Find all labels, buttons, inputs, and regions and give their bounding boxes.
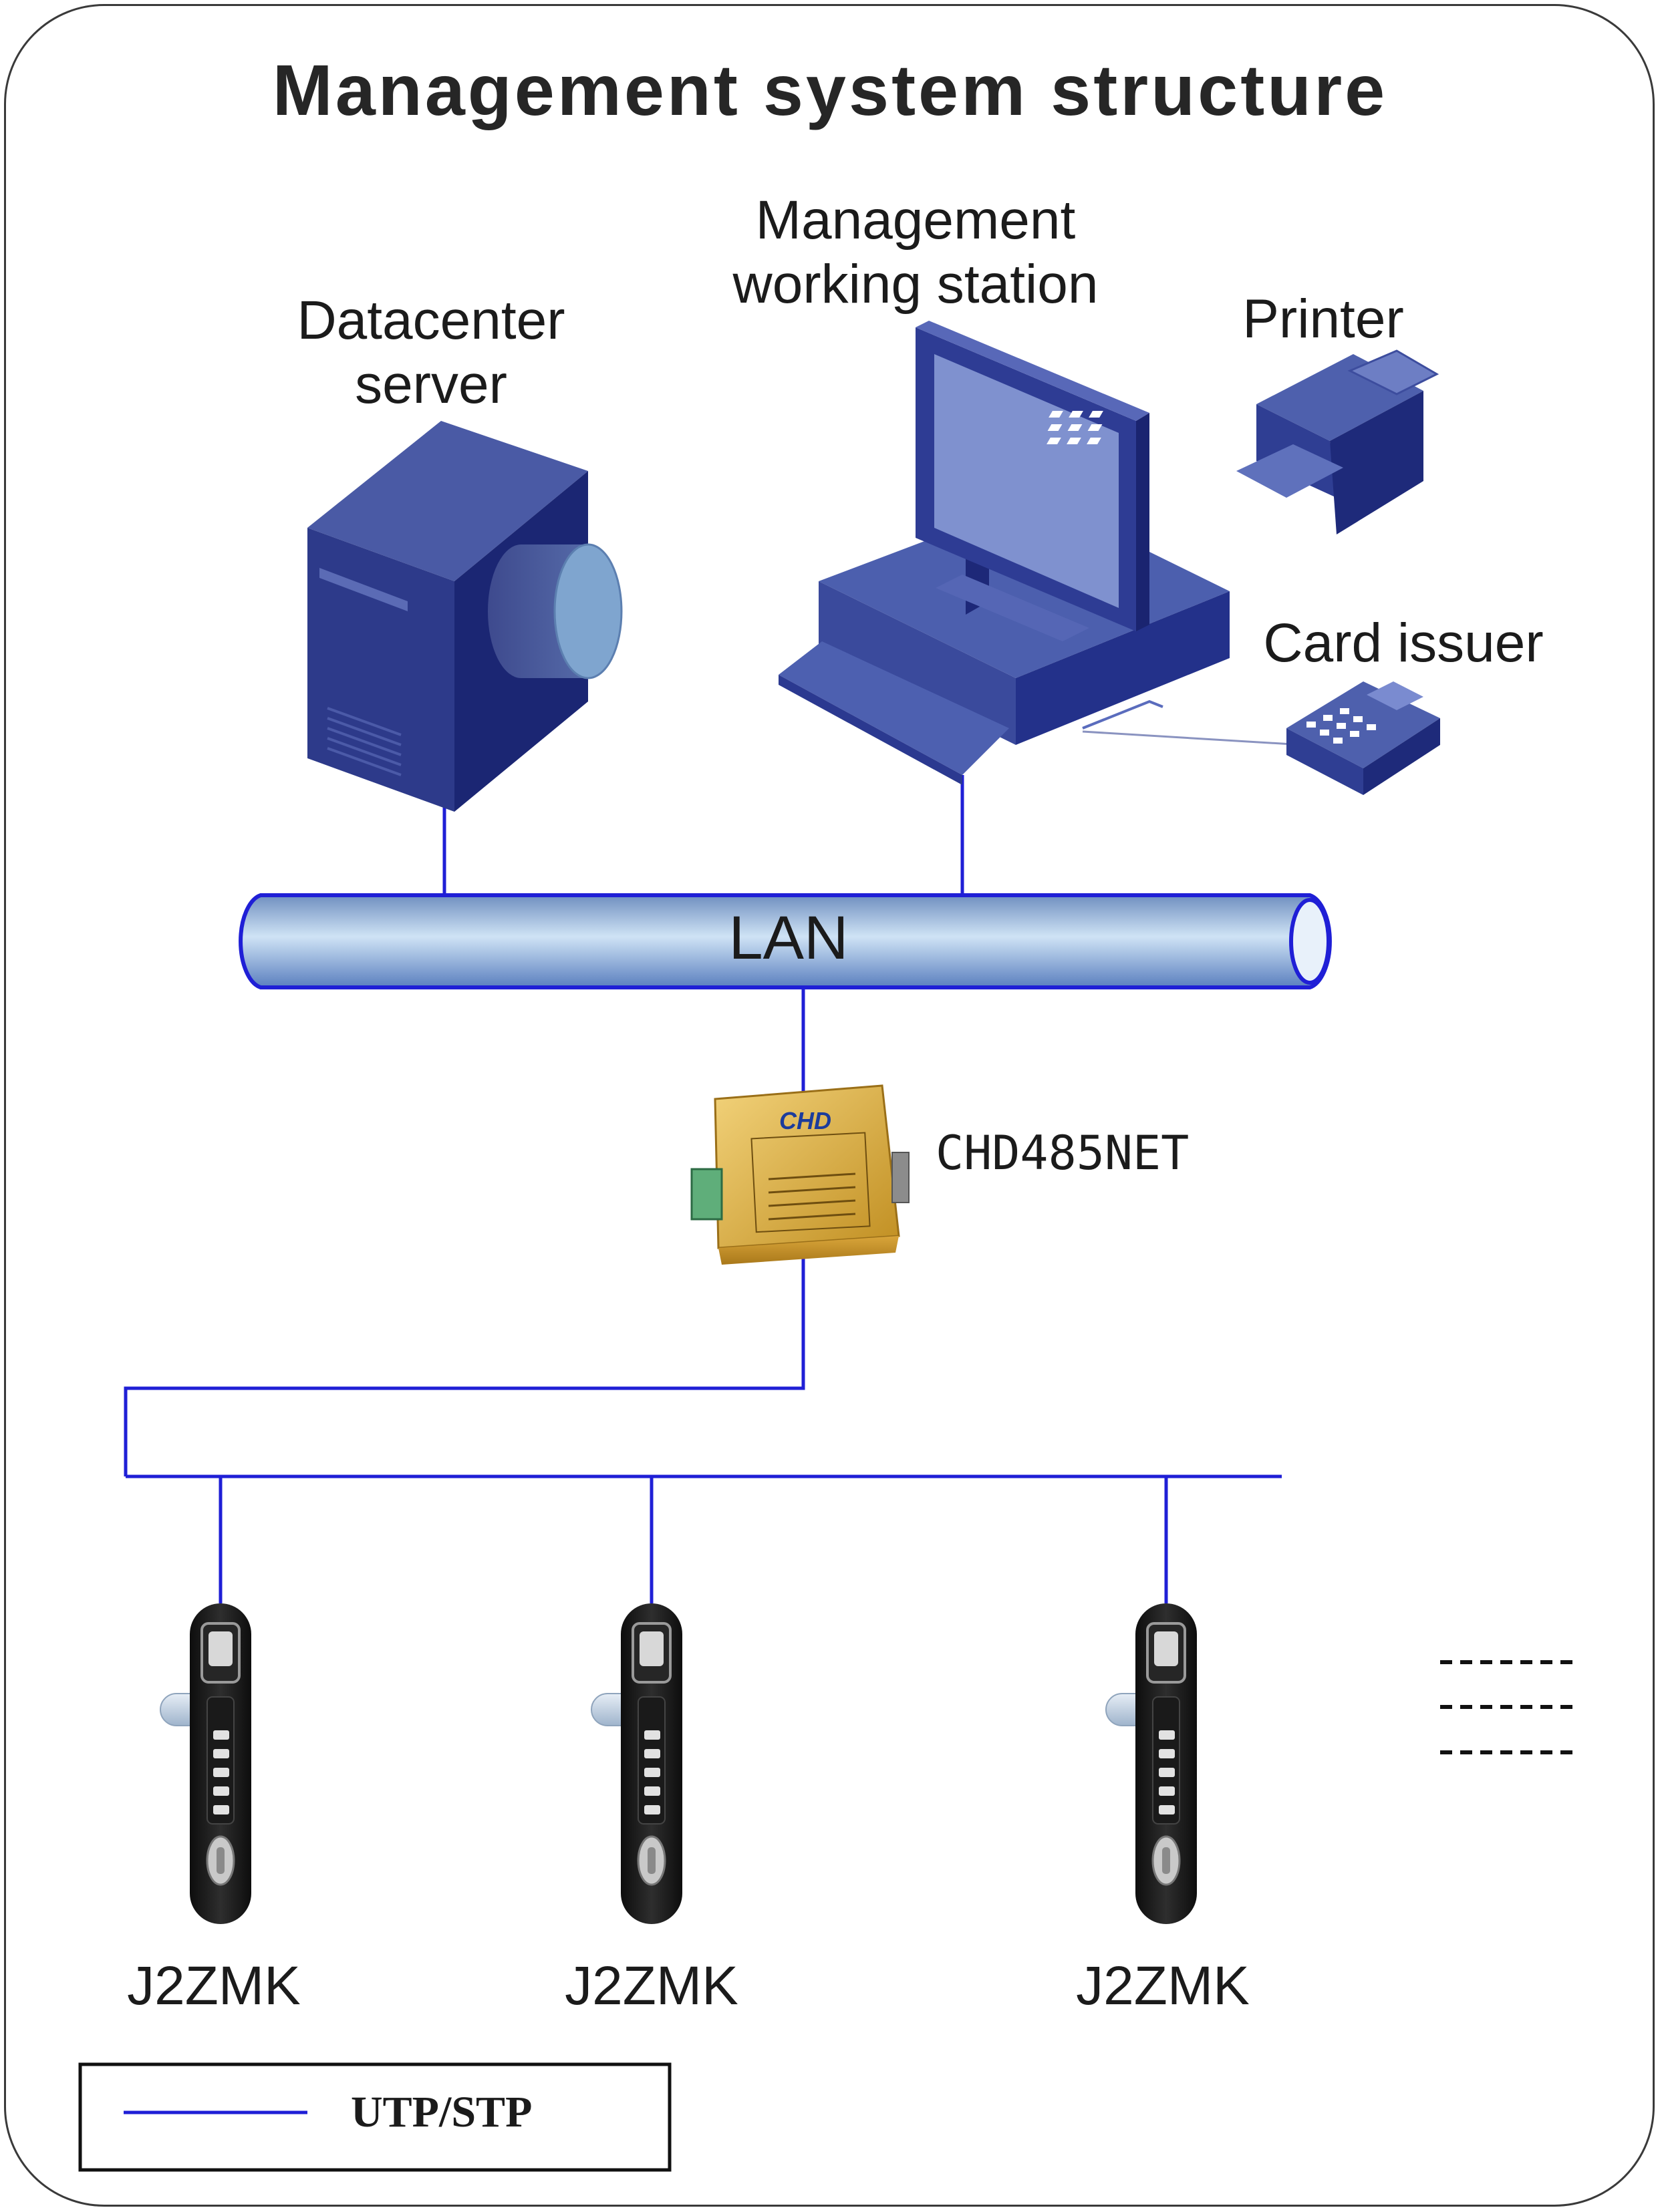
station-label: Management working station <box>708 188 1123 317</box>
lock-device-icon-2 <box>590 1602 684 1925</box>
card-issuer-label: Card issuer <box>1263 613 1544 673</box>
server-icon <box>307 421 623 812</box>
legend-box <box>78 2062 672 2172</box>
lock-device-icon-1 <box>159 1602 253 1925</box>
lock-label-1: J2ZMK <box>127 1955 301 2016</box>
converter-device-icon <box>690 1084 910 1265</box>
ellipsis-dashes-icon <box>1440 1660 1574 1754</box>
converter-logo: CHD <box>779 1107 831 1134</box>
printer-label: Printer <box>1242 289 1404 349</box>
server-label-line2: server <box>355 354 507 415</box>
converter-label: CHD485NET <box>936 1126 1190 1180</box>
lock-device-icon-3 <box>1105 1602 1198 1925</box>
lan-label: LAN <box>728 904 849 972</box>
workstation-icon <box>779 321 1304 785</box>
server-label: Datacenter server <box>267 289 595 417</box>
lan-tube <box>239 893 1332 989</box>
diagram-title: Management system structure <box>272 49 1388 130</box>
lock-label-2: J2ZMK <box>565 1955 738 2016</box>
printer-icon <box>1047 349 1439 534</box>
legend-label: UTP/STP <box>351 2088 533 2137</box>
lock-label-3: J2ZMK <box>1076 1955 1250 2016</box>
server-label-line1: Datacenter <box>297 290 565 351</box>
converter-bus-cable <box>124 1249 805 1476</box>
station-label-line2: working station <box>732 254 1099 315</box>
card-issuer-icon <box>1286 681 1440 795</box>
station-label-line1: Management <box>755 190 1076 251</box>
